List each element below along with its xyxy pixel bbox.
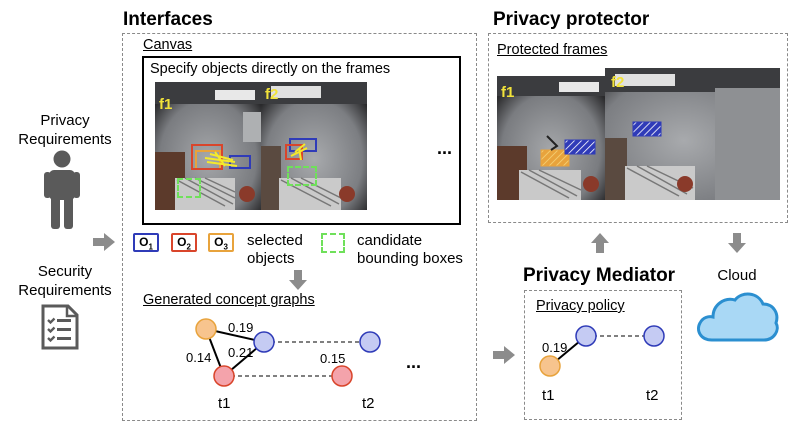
policy-edge-label: 0.19 — [542, 340, 567, 355]
frame-f2-label: f2 — [265, 86, 279, 103]
frame-f2-scene — [261, 82, 367, 210]
interfaces-box — [122, 33, 477, 421]
concept-graph: 0.19 0.14 0.21 0.15 t1 t2 ... — [186, 318, 421, 412]
legend-o3: O3 — [208, 233, 234, 252]
edge-label-o2-o1: 0.21 — [228, 345, 253, 360]
arrow-up-icon — [591, 233, 609, 253]
privacy-requirements-line1: Privacy — [40, 112, 90, 129]
security-requirements-line1: Security — [37, 263, 93, 280]
protected-frame-f2-label: f2 — [611, 74, 625, 91]
protector-title: Privacy protector — [493, 9, 650, 30]
cloud-icon — [697, 292, 779, 342]
frame-f1-label: f1 — [159, 96, 173, 113]
node-o1-t2 — [359, 331, 381, 353]
privacy-policy-label: Privacy policy — [536, 298, 625, 314]
f1-yellow-links — [204, 151, 238, 167]
time-label-t1: t1 — [218, 395, 231, 412]
arrow-right-icon-2 — [493, 346, 515, 364]
canvas-ellipsis: ... — [437, 138, 453, 158]
canvas-instruction: Specify objects directly on the frames — [150, 61, 391, 77]
node-o2-t2 — [331, 365, 353, 387]
concept-graphs-label: Generated concept graphs — [143, 292, 315, 308]
policy-node-o1-t1 — [575, 325, 597, 347]
policy-time-t1: t1 — [542, 387, 555, 404]
edge-label-o3-o1: 0.19 — [228, 320, 253, 335]
node-o3-t1 — [195, 318, 217, 340]
f2-candidate-box[interactable] — [287, 166, 317, 186]
checklist-icon — [41, 304, 79, 350]
protected-f1-scene — [497, 76, 605, 200]
interfaces-title: Interfaces — [123, 9, 213, 30]
policy-node-o1-t2 — [643, 325, 665, 347]
arrow-down-icon — [289, 270, 307, 290]
frame-f2[interactable]: f2 — [261, 82, 367, 210]
legend-candidate-swatch — [321, 233, 345, 253]
legend-o2: O2 — [171, 233, 197, 252]
edge-label-t2: 0.15 — [320, 351, 345, 366]
node-o2-t1 — [213, 365, 235, 387]
edge-label-o3-o2: 0.14 — [186, 350, 211, 365]
protected-frame-f1-label: f1 — [501, 84, 515, 101]
security-requirements-label: Security Requirements — [15, 262, 115, 300]
legend-selected-objects: selected objects — [247, 232, 303, 267]
policy-node-o3 — [539, 355, 561, 377]
frame-f1[interactable]: f1 — [155, 82, 261, 210]
person-icon — [44, 150, 80, 229]
privacy-requirements-label: Privacy Requirements — [15, 111, 115, 149]
arrow-down-icon-2 — [728, 233, 746, 253]
protected-frame-f2[interactable]: f2 — [605, 68, 780, 200]
protected-frames-label: Protected frames — [497, 42, 608, 58]
protected-frame-f1[interactable]: f1 — [497, 76, 605, 200]
graph-ellipsis: ... — [406, 352, 421, 372]
cloud-label: Cloud — [717, 267, 757, 284]
canvas-box — [142, 56, 461, 225]
f2-yellow-links — [290, 143, 308, 161]
f1-candidate-box[interactable] — [177, 178, 201, 198]
policy-time-t2: t2 — [646, 387, 659, 404]
node-o1-t1 — [253, 331, 275, 353]
legend-o1: O1 — [133, 233, 159, 252]
frame-f1-scene — [155, 82, 261, 210]
protected-f2-scene — [605, 68, 780, 200]
arrow-right-icon — [93, 233, 115, 251]
time-label-t2: t2 — [362, 395, 375, 412]
f2-box-o2[interactable] — [285, 144, 303, 160]
privacy-requirements-line2: Requirements — [18, 131, 112, 148]
security-requirements-line2: Requirements — [18, 282, 112, 299]
mediator-box — [524, 290, 682, 420]
mediator-title: Privacy Mediator — [523, 265, 676, 286]
legend-candidate-boxes: candidate bounding boxes — [357, 232, 463, 267]
policy-graph: 0.19 t1 t2 — [539, 325, 665, 404]
protector-box — [488, 33, 788, 223]
canvas-label: Canvas — [143, 37, 193, 53]
